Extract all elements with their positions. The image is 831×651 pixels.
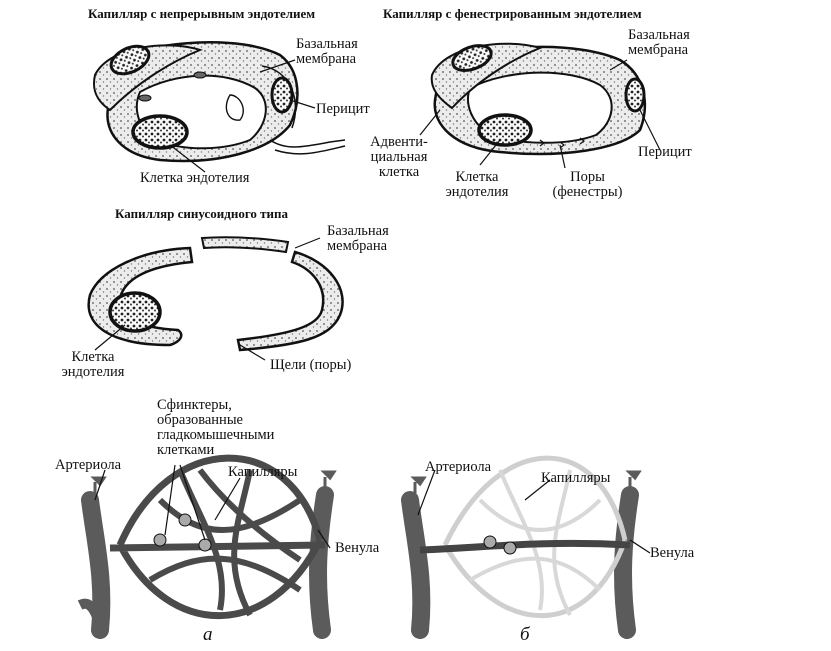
label-line: мембрана (628, 42, 689, 58)
label-pores: Поры (фенестры) (535, 170, 640, 200)
label-endothelial-cell: Клетка эндотелия (140, 170, 250, 186)
label-basal-membrane: Базальная мембрана (296, 37, 358, 67)
sinusoidal-capillary-drawing (87, 236, 344, 352)
label-line: мембрана (327, 238, 388, 254)
label-line: Сфинктеры, (157, 397, 232, 413)
label-line: Клетка (455, 169, 499, 185)
label-line: образованные (157, 412, 243, 428)
label-line: клетками (157, 442, 215, 458)
fenestrated-capillary-drawing (430, 42, 647, 156)
label-gaps: Щели (поры) (270, 357, 352, 373)
label-sphincters: Сфинктеры, образованные гладкомышечными … (157, 398, 274, 458)
continuous-capillary-drawing (92, 41, 346, 163)
subfigure-letter-a: а (203, 624, 213, 645)
label-basal-membrane: Базальная мембрана (327, 224, 389, 254)
capillary-bed-b (401, 455, 642, 639)
label-line: Адвенти- (370, 134, 428, 150)
label-line: мембрана (296, 51, 357, 67)
leader-lines (94, 59, 661, 554)
label-venule: Венула (650, 545, 695, 561)
label-line: эндотелия (61, 364, 125, 380)
label-line: гладкомышечными (157, 427, 275, 443)
label-line: (фенестры) (552, 184, 623, 200)
label-line: Клетка (71, 349, 115, 365)
label-line: Базальная (327, 223, 389, 239)
label-endothelial-cell: Клетка эндотелия (432, 170, 522, 200)
title-sinusoidal: Капилляр синусоидного типа (115, 206, 289, 221)
label-line: Поры (570, 169, 605, 185)
label-arteriole: Артериола (55, 457, 122, 473)
title-continuous: Капилляр с непрерывным эндотелием (88, 6, 316, 21)
label-line: циальная (370, 149, 428, 165)
label-endothelial-cell: Клетка эндотелия (48, 350, 138, 380)
subfigure-letter-b: б (520, 624, 530, 645)
label-capillaries: Капилляры (228, 464, 298, 480)
label-line: эндотелия (445, 184, 509, 200)
label-basal-membrane: Базальная мембрана (628, 28, 690, 58)
label-arteriole: Артериола (425, 459, 492, 475)
capillary-bed-a (77, 454, 337, 639)
label-line: Базальная (296, 36, 358, 52)
label-adventitial-cell: Адвенти- циальная клетка (363, 135, 435, 180)
label-line: Базальная (628, 27, 690, 43)
label-venule: Венула (335, 540, 380, 556)
label-pericyte: Перицит (638, 144, 692, 160)
label-pericyte: Перицит (316, 101, 370, 117)
title-fenestrated: Капилляр с фенестрированным эндотелием (383, 6, 642, 21)
label-line: клетка (378, 164, 420, 180)
label-capillaries: Капилляры (541, 470, 611, 486)
